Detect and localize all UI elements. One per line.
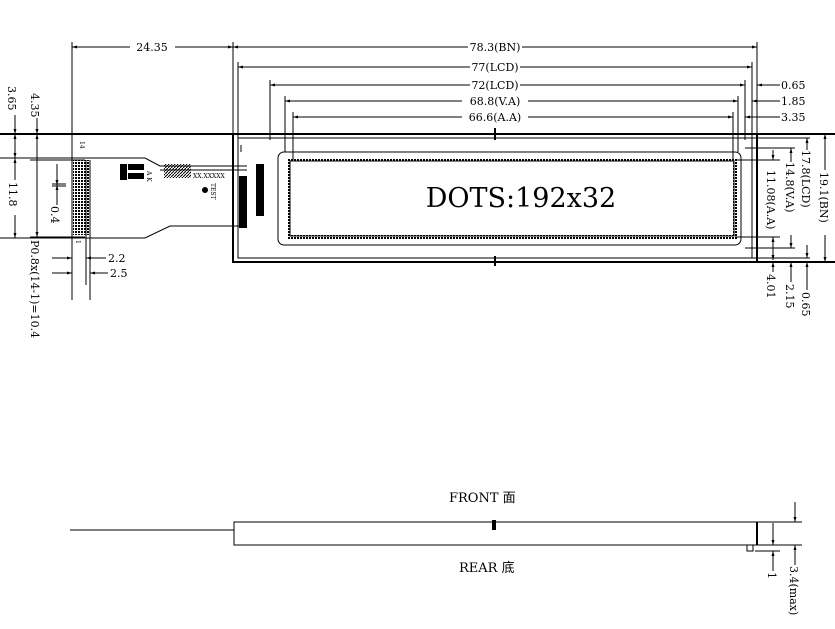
top-dimensions: 24.35 78.3(BN) 77(LCD) 72(LCD) 0.65 68.8… (71, 41, 806, 300)
dim-thickness: 3.4(max) (787, 566, 800, 615)
dim-bn-height: 19.1(BN) (817, 172, 830, 223)
dim-r1: 0.65 (781, 79, 806, 92)
dim-r2: 1.85 (781, 95, 806, 108)
dim-b1: 0.65 (799, 292, 812, 317)
fpc-pins (73, 160, 91, 300)
dim-pitch: P0.8x(14-1)=10.4 (28, 240, 41, 338)
dim-step: 1 (765, 572, 778, 579)
active-area (287, 158, 737, 239)
viewing-area (277, 151, 742, 246)
pin-1-label: 1 (74, 240, 81, 244)
module-side-view: FRONT 面 1 3.4(max) REAR 底 (70, 491, 802, 615)
fpc-connector (239, 176, 247, 228)
dim-b2: 2.15 (783, 284, 796, 309)
dim-aa-width: 66.6(A.A) (469, 111, 521, 124)
dim-va-height: 14.8(V.A) (783, 162, 796, 213)
dim-r3: 3.35 (781, 111, 806, 124)
rear-label: REAR 底 (459, 560, 515, 576)
ic-chip (256, 164, 264, 216)
front-label: FRONT 面 (449, 491, 516, 506)
dim-3-65: 3.65 (5, 86, 18, 111)
pin-14-label: 14 (78, 141, 85, 149)
fpc-mark-part: XX.XXXXX (193, 173, 226, 180)
dim-lcd-inner: 72(LCD) (471, 79, 518, 92)
dim-4-35: 4.35 (28, 93, 41, 118)
module-front-view: DOTS:192x32 (0, 128, 835, 266)
dim-0-4: 0.4 (48, 206, 61, 224)
dim-fpc-offset: 24.35 (136, 41, 168, 54)
fpc-cable: A K XX.XXXXX TEST 14 1 (72, 141, 247, 300)
dim-2-5: 2.5 (110, 267, 128, 280)
fpc-mark-ak: A K (145, 170, 152, 182)
dim-bn-width: 78.3(BN) (470, 41, 521, 54)
dim-b3: 4.01 (764, 274, 777, 299)
test-point (202, 187, 208, 193)
dim-va-width: 68.8(V.A) (470, 95, 521, 108)
dim-aa-height: 11.08(A.A) (764, 170, 777, 229)
right-dimensions: 19.1(BN) 17.8(LCD) 0.65 14.8(V.A) 2.15 1… (764, 134, 830, 317)
dim-11-8: 11.8 (6, 182, 19, 207)
dots-label: DOTS:192x32 (426, 183, 617, 214)
dim-lcd-height: 17.8(LCD) (799, 150, 812, 208)
left-dimensions: 3.65 11.8 4.35 P0.8x(14-1)=10.4 0.4 2.2 … (5, 86, 128, 338)
dim-2-2: 2.2 (108, 252, 126, 265)
dim-lcd-width: 77(LCD) (471, 61, 518, 74)
fpc-mark-test: TEST (209, 183, 216, 200)
